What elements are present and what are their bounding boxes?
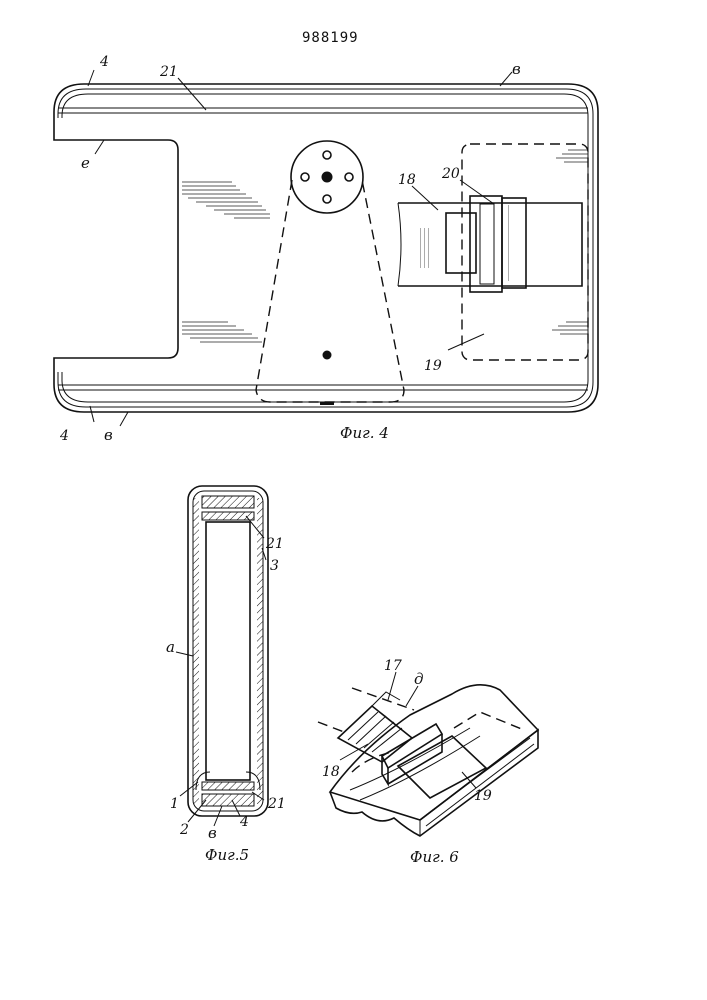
strap-hatch-lines <box>348 712 402 752</box>
mount-hole <box>323 195 331 203</box>
label-part-2: 2 <box>179 822 189 838</box>
mount-hole <box>323 151 331 159</box>
fig4-leaders <box>88 70 512 426</box>
mount-center-hole <box>322 172 333 183</box>
figure-5: 21 3 а 1 2 в 4 21 Фиг.5 <box>166 486 286 864</box>
board-hidden-edge <box>352 752 392 772</box>
strap-hatch <box>420 228 430 268</box>
mount-lower-hole <box>323 351 332 360</box>
label-strap-18: 18 <box>398 172 416 188</box>
label-part-4-fig5: 4 <box>239 814 249 830</box>
label-part-v-fig5: в <box>208 824 217 842</box>
bottom-rail <box>202 782 254 790</box>
label-strap-18-fig6: 18 <box>322 764 340 780</box>
label-part-d: д <box>414 670 424 688</box>
label-part-a: а <box>166 638 175 656</box>
fig6-leaders <box>340 672 476 788</box>
label-buckle-20: 20 <box>441 166 460 182</box>
label-part-21-bottom: 21 <box>267 796 286 812</box>
left-slot-outline <box>54 118 178 372</box>
section-outer <box>188 486 268 816</box>
mount-hole <box>301 173 309 181</box>
label-part-21-top: 21 <box>265 536 284 552</box>
label-recess-19: 19 <box>424 358 442 374</box>
board-hidden-edge <box>454 712 524 730</box>
bottom-cap-21 <box>202 794 254 806</box>
buckle-hatch <box>506 205 512 281</box>
figure-6: 17 д 18 19 Фиг. 6 <box>318 658 538 866</box>
section-outer-2 <box>193 491 263 811</box>
recess-dashed-outline <box>462 144 588 360</box>
mount-hole <box>345 173 353 181</box>
label-pin-17: 17 <box>384 658 402 674</box>
figure-6-caption: Фиг. 6 <box>410 848 459 866</box>
strap-break-line <box>398 203 401 286</box>
label-part-1: 1 <box>170 796 179 812</box>
housing-outer-outline <box>54 84 598 412</box>
section-cavity <box>206 522 250 780</box>
label-part-4: 4 <box>99 54 109 70</box>
wall-right-hatch <box>257 498 263 804</box>
buckle-inner <box>480 204 494 284</box>
label-part-v: в <box>512 60 521 78</box>
label-part-4-bottom: 4 <box>59 428 69 444</box>
label-slot-e: е <box>81 154 90 172</box>
label-part-3: 3 <box>270 558 279 574</box>
label-plate-19-fig6: 19 <box>474 788 492 804</box>
strap-tongue <box>446 213 476 273</box>
pin-bracket <box>372 692 400 706</box>
buckle-plate <box>502 198 526 288</box>
figure-4-caption: Фиг. 4 <box>340 424 389 442</box>
patent-number: 988199 <box>302 30 359 46</box>
mount-tab <box>320 402 334 405</box>
top-cap-21 <box>202 496 254 508</box>
label-part-21: 21 <box>159 64 178 80</box>
buckle-20 <box>470 196 502 292</box>
figure-5-caption: Фиг.5 <box>205 846 249 864</box>
pin-17-lower <box>318 722 344 732</box>
label-part-v-bottom: в <box>104 426 113 444</box>
board-shade-line <box>426 744 534 826</box>
wall-left-hatch <box>193 498 199 804</box>
pin-17-upper <box>352 688 414 710</box>
shading-marks <box>182 150 588 342</box>
figure-4: 4 21 в е 20 18 19 4 в Фиг. 4 <box>54 54 598 444</box>
